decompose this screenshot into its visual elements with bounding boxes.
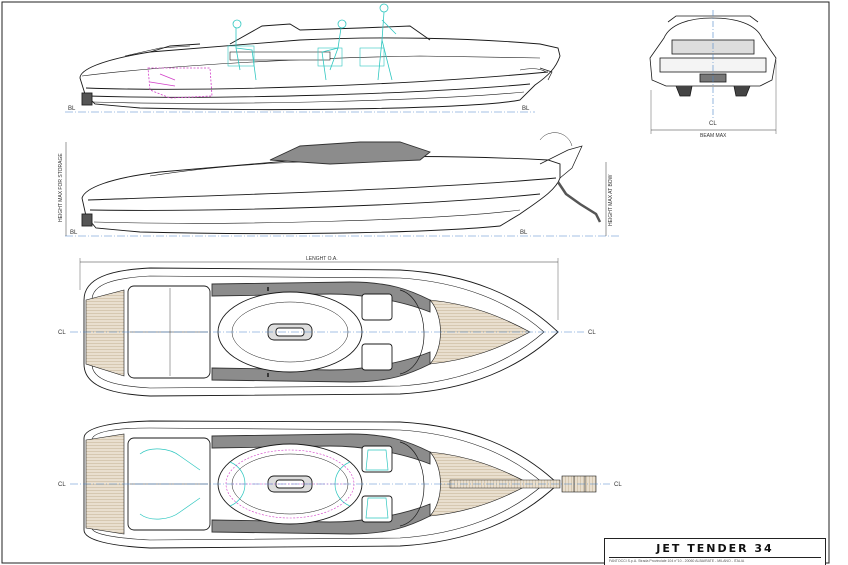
rear-view <box>649 10 777 118</box>
bl-label-left-2: BL <box>70 230 78 236</box>
cl-label-rear: CL <box>709 121 717 127</box>
side-view-hardtop <box>81 132 602 235</box>
height-max-bow-label: HEIGHT MAX AT BOW <box>608 174 614 226</box>
crew-figures <box>227 3 397 81</box>
side-view-profile <box>79 23 561 111</box>
cl-label-left-2: CL <box>58 482 66 488</box>
length-oa-label: LENGHT O.A. <box>306 256 338 262</box>
bl-label-left-1: BL <box>68 106 76 112</box>
sheet-border <box>1 1 830 564</box>
drawing-title: JET TENDER 34 <box>656 542 774 555</box>
plan-view-layout <box>83 420 597 549</box>
engine-outline <box>147 67 213 99</box>
hardtop-canopy <box>269 141 431 165</box>
beam-max-label: BEAM MAX <box>700 133 727 139</box>
cl-label-right-2: CL <box>614 482 622 488</box>
company-address: FANTOCCI S.p.A. Strada Provinciale 104 n… <box>609 557 821 564</box>
cl-label-right-1: CL <box>588 330 596 336</box>
bl-label-right-1: BL <box>522 106 530 112</box>
cl-label-left-1: CL <box>58 330 66 336</box>
title-block: JET TENDER 34 FANTOCCI S.p.A. Strada Pro… <box>604 538 826 565</box>
height-max-storage-label: HEIGHT MAX FOR STORAGE <box>58 153 64 222</box>
bl-label-right-2: BL <box>520 230 528 236</box>
